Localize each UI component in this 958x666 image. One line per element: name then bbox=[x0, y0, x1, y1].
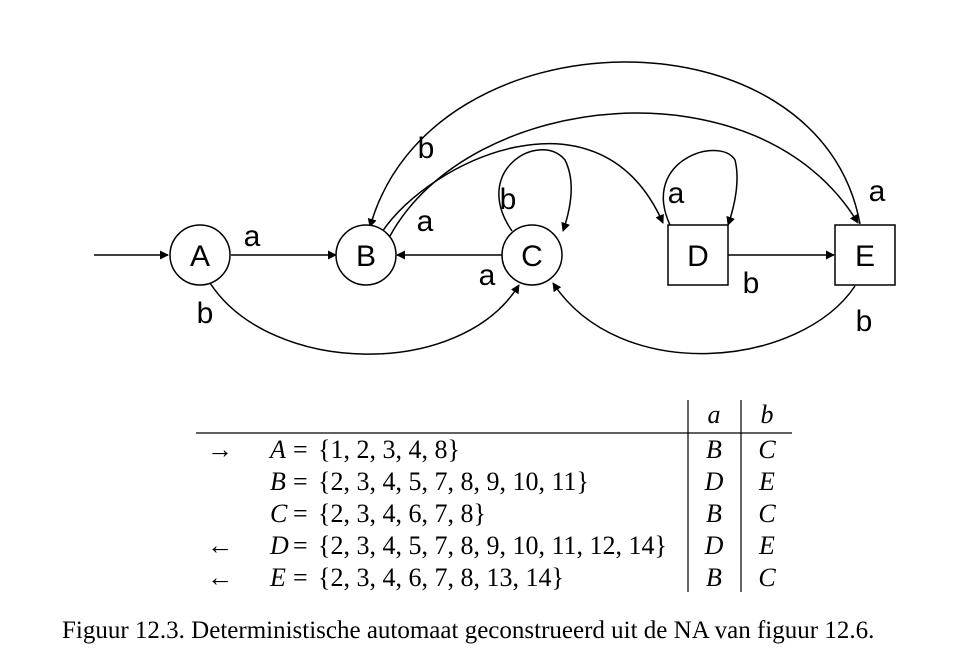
figure-caption: Figuur 12.3. Deterministische automaat g… bbox=[62, 617, 875, 644]
row-equals: = bbox=[293, 499, 308, 528]
label-a-to-c: b bbox=[197, 297, 214, 330]
row-set: {2, 3, 4, 5, 7, 8, 9, 10, 11} bbox=[318, 467, 589, 496]
label-a-to-b: a bbox=[244, 220, 261, 253]
edge-e-to-c bbox=[552, 282, 856, 355]
row-cell-b: C bbox=[758, 499, 776, 528]
row-cell-a: D bbox=[704, 531, 724, 560]
edge-b-to-d bbox=[381, 143, 664, 233]
state-a-circle bbox=[169, 224, 231, 286]
label-loop-d: a bbox=[668, 177, 685, 210]
row-cell-b: C bbox=[758, 563, 776, 592]
label-d-to-e: b bbox=[743, 267, 760, 300]
loop-d bbox=[662, 149, 738, 226]
row-cell-b: E bbox=[758, 467, 775, 496]
row-cell-a: B bbox=[706, 435, 722, 464]
row-lhs: D bbox=[269, 531, 289, 560]
row-equals: = bbox=[293, 531, 308, 560]
label-e-to-b: a bbox=[869, 175, 886, 208]
row-cell-b: E bbox=[758, 531, 775, 560]
loop-c bbox=[498, 149, 572, 232]
row-equals: = bbox=[293, 563, 308, 592]
state-c-label: C bbox=[521, 240, 543, 273]
row-lhs: E bbox=[269, 563, 286, 592]
row-lhs: C bbox=[270, 499, 288, 528]
label-b-to-d: a bbox=[417, 205, 434, 238]
row-lhs: A bbox=[268, 435, 286, 464]
row-cell-b: C bbox=[758, 435, 776, 464]
transition-table: a b → A = {1, 2, 3, 4, 8} B C B = {2, 3,… bbox=[196, 400, 792, 592]
header-b: b bbox=[761, 400, 774, 429]
label-e-to-c: b bbox=[856, 305, 873, 338]
row-cell-a: B bbox=[706, 563, 722, 592]
state-d-label: D bbox=[687, 240, 709, 273]
edge-b-to-e bbox=[389, 112, 859, 237]
row-marker-final-arrow-icon: ← bbox=[207, 563, 233, 592]
state-e-box bbox=[834, 224, 896, 286]
row-set: {2, 3, 4, 6, 7, 8, 13, 14} bbox=[318, 563, 564, 592]
label-c-to-b: a bbox=[479, 259, 496, 292]
row-lhs: B bbox=[270, 467, 286, 496]
row-set: {2, 3, 4, 6, 7, 8} bbox=[318, 499, 486, 528]
state-b-label: B bbox=[356, 240, 376, 273]
row-equals: = bbox=[293, 467, 308, 496]
edge-e-to-b bbox=[367, 61, 861, 228]
edge-a-to-c bbox=[209, 282, 520, 355]
state-b-circle bbox=[335, 224, 397, 286]
row-set: {1, 2, 3, 4, 8} bbox=[318, 435, 460, 464]
state-e-label: E bbox=[855, 240, 875, 273]
state-a-label: A bbox=[190, 240, 210, 273]
header-a: a bbox=[708, 400, 721, 429]
row-cell-a: B bbox=[706, 499, 722, 528]
row-cell-a: D bbox=[704, 467, 724, 496]
state-c-circle bbox=[501, 224, 563, 286]
row-marker-final-arrow-icon: ← bbox=[207, 531, 233, 560]
label-b-to-e: b bbox=[418, 132, 435, 165]
row-equals: = bbox=[293, 435, 308, 464]
label-loop-c: b bbox=[500, 183, 517, 216]
state-d-box bbox=[667, 224, 729, 286]
row-set: {2, 3, 4, 5, 7, 8, 9, 10, 11, 12, 14} bbox=[318, 531, 667, 560]
row-marker-start-arrow-icon: → bbox=[207, 435, 233, 464]
